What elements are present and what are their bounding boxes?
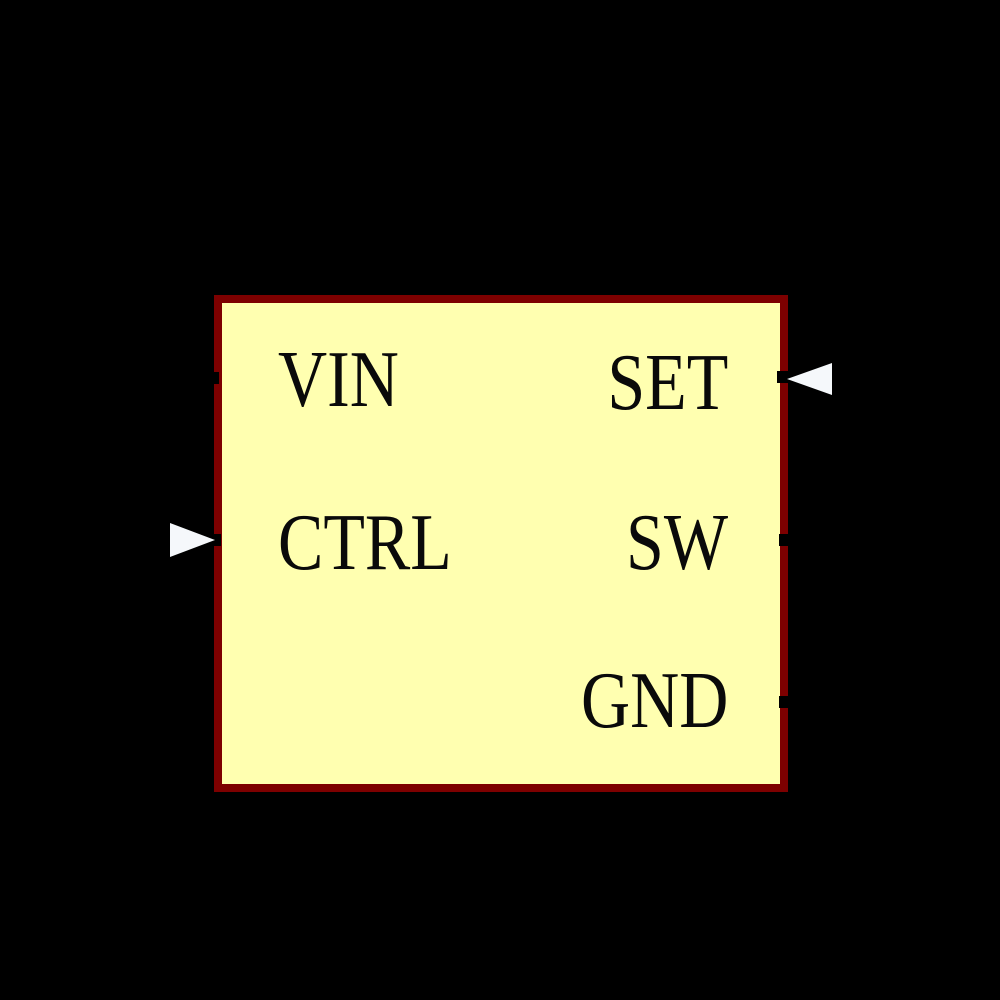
pin-stub-gnd[interactable] bbox=[779, 696, 790, 708]
component-body[interactable] bbox=[214, 295, 788, 792]
pin-label-ctrl: CTRL bbox=[278, 499, 452, 587]
pin-stub-vin[interactable] bbox=[207, 372, 219, 384]
pin-stub-set[interactable] bbox=[777, 371, 789, 383]
ctrl-input-arrow-icon[interactable] bbox=[170, 523, 215, 557]
pin-stub-sw[interactable] bbox=[779, 534, 790, 546]
pin-label-gnd: GND bbox=[580, 657, 728, 745]
pin-label-sw: SW bbox=[626, 499, 728, 587]
pin-stub-ctrl[interactable] bbox=[211, 534, 221, 546]
pin-label-set: SET bbox=[607, 339, 728, 427]
set-input-arrow-icon[interactable] bbox=[787, 363, 832, 395]
pin-label-vin: VIN bbox=[278, 336, 399, 424]
